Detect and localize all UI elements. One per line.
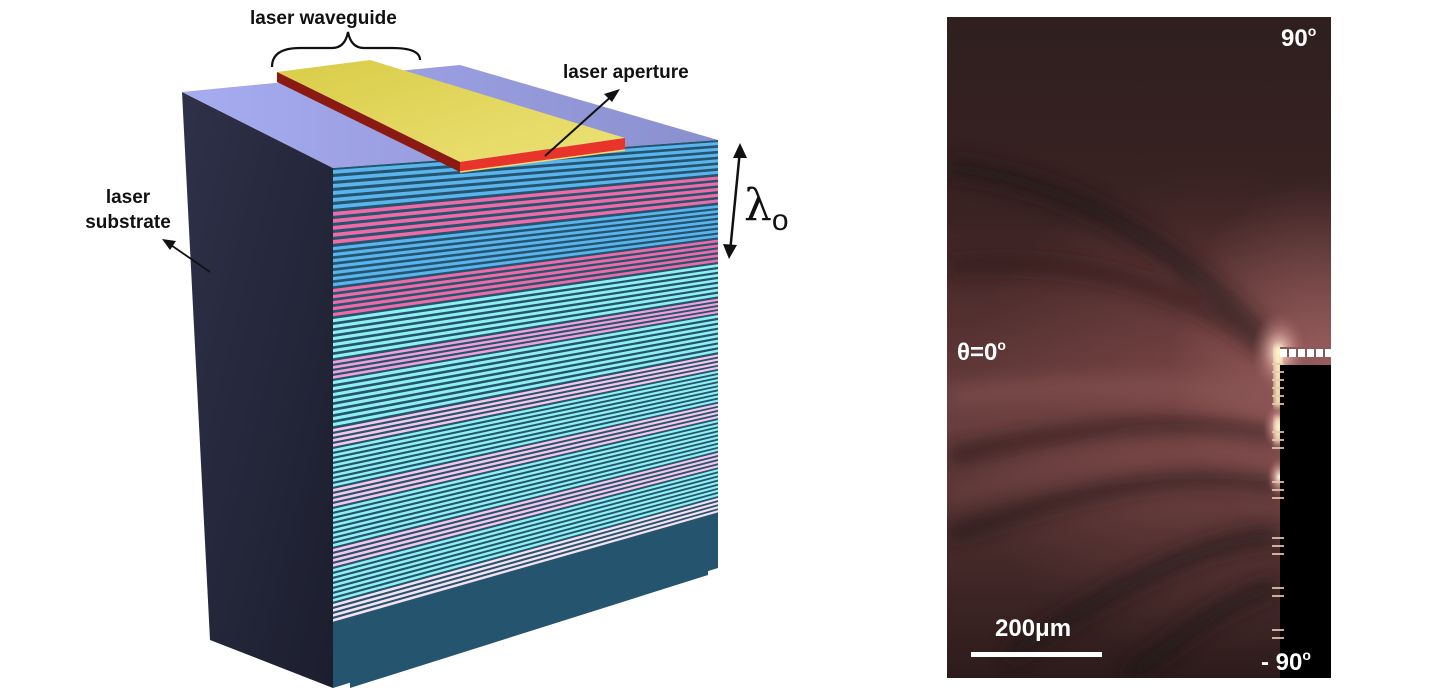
- lambda-symbol: λ: [744, 180, 772, 231]
- laser-3d-diagram: [162, 31, 747, 688]
- grating-teeth: [1272, 363, 1284, 639]
- angle-center-value: θ=0: [957, 339, 998, 366]
- substrate-arrow: [167, 242, 211, 273]
- waveguide-top: [277, 60, 625, 162]
- aperture-label: laser aperture: [563, 62, 689, 83]
- angle-top-unit: o: [1307, 23, 1317, 39]
- angle-label-top: 90o: [1281, 23, 1316, 53]
- grating-layers: [333, 142, 718, 622]
- scale-bar: [971, 652, 1102, 657]
- angle-bottom-value: - 90: [1261, 649, 1303, 676]
- lambda-subscript: o: [771, 204, 789, 237]
- substrate-side-face: [182, 92, 333, 688]
- aperture-edge-marker: [1280, 347, 1331, 357]
- waveguide-brace: [270, 31, 422, 68]
- angle-top-value: 90: [1281, 25, 1308, 52]
- device-region: [1280, 365, 1331, 678]
- substrate-label-line1: laser: [105, 187, 151, 208]
- intensity-lobes: [947, 156, 1307, 678]
- angle-label-center: θ=0o: [957, 337, 1006, 367]
- waveguide-front-side: [460, 138, 625, 172]
- laser-schematic-panel: laser waveguide laser aperture laser sub…: [85, 8, 789, 688]
- scale-bar-label: 200μm: [995, 615, 1072, 642]
- substrate-label-line2: substrate: [85, 212, 171, 233]
- angle-label-bottom: - 90o: [1261, 647, 1311, 677]
- angle-center-unit: o: [997, 337, 1006, 353]
- aperture-arrow: [544, 93, 615, 157]
- period-arrow: [728, 149, 742, 253]
- waveguide-left-side: [277, 72, 460, 172]
- angle-bottom-unit: o: [1302, 647, 1311, 663]
- waveguide-label: laser waveguide: [250, 8, 397, 29]
- period-label: λo: [744, 180, 789, 238]
- far-field-map-panel: 90o θ=0o - 90o 200μm: [947, 17, 1331, 678]
